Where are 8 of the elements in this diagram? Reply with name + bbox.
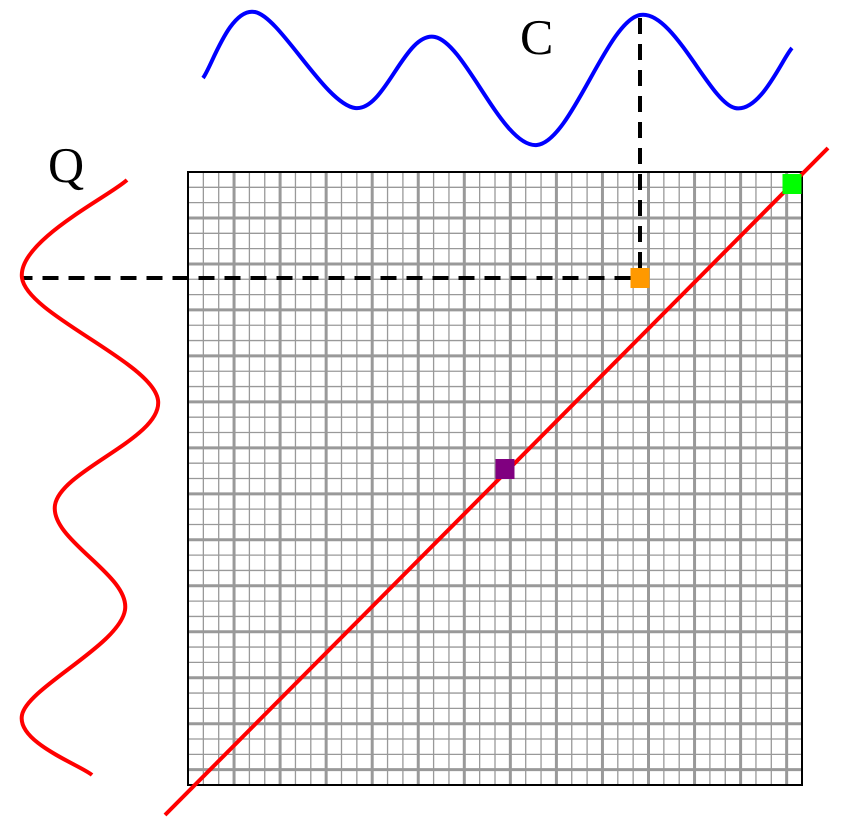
dashed-connector	[638, 16, 642, 268]
time-series-curve	[201, 10, 794, 147]
cell-marker	[496, 459, 514, 479]
dashed-connector	[23, 276, 630, 280]
series-label: C	[520, 12, 554, 62]
cell-marker	[782, 174, 802, 194]
series-label: Q	[48, 140, 84, 190]
cell-marker	[630, 268, 650, 288]
